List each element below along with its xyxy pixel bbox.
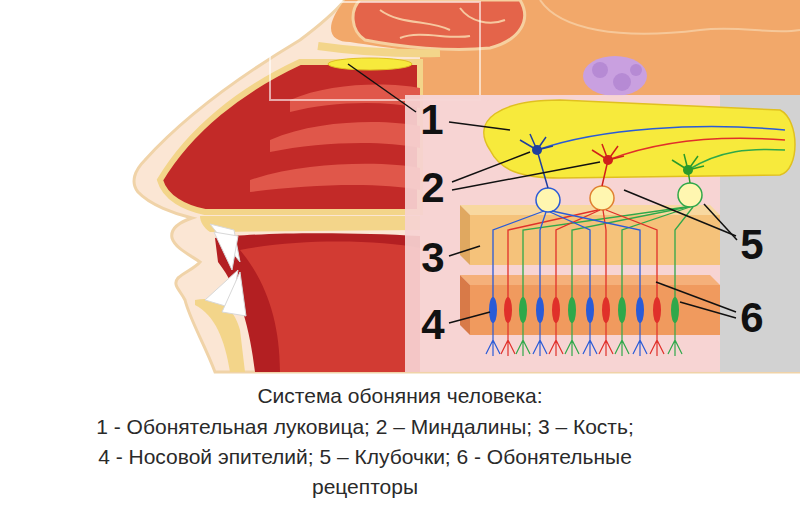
cilia xyxy=(501,322,515,356)
olfactory-receptor xyxy=(602,297,610,323)
receptor-axon xyxy=(606,210,657,298)
zoom-frame xyxy=(270,2,480,100)
cilia xyxy=(533,322,547,356)
cilia xyxy=(650,322,664,356)
mouth xyxy=(240,242,420,373)
mitral-cell xyxy=(520,134,553,188)
olfactory-receptor xyxy=(568,297,576,323)
leader-line xyxy=(449,312,490,323)
brain xyxy=(540,0,800,34)
olfactory-receptor xyxy=(636,297,644,323)
brain xyxy=(613,73,631,91)
head-skin xyxy=(134,0,800,372)
caption-block: 1 - Обонятельная луковица; 2 – Миндалины… xyxy=(60,412,670,502)
glomerulus xyxy=(536,188,560,212)
receptor-axon xyxy=(508,210,598,298)
olfactory-bulb xyxy=(484,100,795,178)
leader-line xyxy=(348,64,737,323)
leader-line xyxy=(624,190,736,236)
cilia xyxy=(516,322,530,356)
cilia xyxy=(668,322,682,356)
callout-number: 1 xyxy=(420,99,443,141)
receptor-axon xyxy=(675,207,693,298)
nasal-cavity xyxy=(290,84,420,112)
brain xyxy=(592,62,608,78)
receptor-axon xyxy=(540,212,546,298)
nasal-cavity xyxy=(328,58,412,70)
zoom-frame xyxy=(270,2,800,372)
cilia xyxy=(549,322,563,356)
glomerulus xyxy=(590,186,614,210)
olfactory-receptor xyxy=(519,297,527,323)
mitral-cell xyxy=(520,134,704,188)
caption: Система обоняния человека: xyxy=(0,381,800,411)
brain xyxy=(318,46,440,53)
mouth xyxy=(214,232,238,270)
receptor-axon xyxy=(552,211,640,298)
callout-number: 5 xyxy=(740,224,763,266)
receptor-axon xyxy=(550,212,590,298)
mitral-cell xyxy=(592,144,624,186)
callout-number: 3 xyxy=(421,237,444,279)
cilia xyxy=(583,322,597,356)
mitral-cell xyxy=(603,155,613,165)
olfactory-receptor xyxy=(489,297,679,323)
olfactory-receptor xyxy=(489,297,497,323)
nasal-cavity xyxy=(270,122,420,152)
mouth xyxy=(215,233,420,372)
olfactory-receptor xyxy=(536,297,544,323)
brain xyxy=(380,8,505,38)
nasal-cavity xyxy=(160,58,420,212)
cilia xyxy=(565,322,579,356)
caption-line: 1 - Обонятельная луковица; 2 – Миндалины… xyxy=(60,412,670,442)
bone-layer xyxy=(460,205,470,265)
caption-line: 4 - Носовой эпителий; 5 – Клубочки; 6 - … xyxy=(60,442,670,502)
cilia xyxy=(633,322,647,356)
olfactory-bulb xyxy=(484,100,795,178)
olfactory-receptor xyxy=(552,297,560,323)
glomerulus xyxy=(678,183,702,207)
mouth xyxy=(222,272,246,316)
callout-number: 2 xyxy=(421,167,444,209)
receptor-axon xyxy=(556,210,600,298)
nasal-cavity xyxy=(250,164,420,192)
brain xyxy=(353,0,525,49)
olfactory-receptor xyxy=(653,297,661,323)
cilia xyxy=(615,322,629,356)
nasal-cavity xyxy=(160,62,420,212)
olfactory-receptor xyxy=(618,297,626,323)
head-skin xyxy=(134,0,800,372)
mitral-cell xyxy=(683,165,693,175)
mitral-cell xyxy=(672,154,704,183)
mitral-cell xyxy=(532,145,542,155)
leader-line xyxy=(680,302,736,318)
callout-number: 4 xyxy=(421,304,444,346)
leader-line xyxy=(656,282,736,312)
nasal-epithelium xyxy=(460,275,470,335)
brain xyxy=(630,64,642,76)
brain xyxy=(583,56,647,96)
cilia xyxy=(486,322,500,356)
leader-line xyxy=(452,162,600,190)
leader-line xyxy=(704,204,737,240)
olfactory-receptor xyxy=(504,297,512,323)
leader-line xyxy=(449,246,480,256)
olfactory-receptor xyxy=(586,297,594,323)
leader-line xyxy=(348,64,416,112)
callout-number: 6 xyxy=(740,297,763,339)
leader-line xyxy=(449,122,510,130)
mouth xyxy=(195,216,420,372)
olfactory-receptor xyxy=(671,297,679,323)
cilia xyxy=(599,322,613,356)
cilia xyxy=(486,322,682,356)
